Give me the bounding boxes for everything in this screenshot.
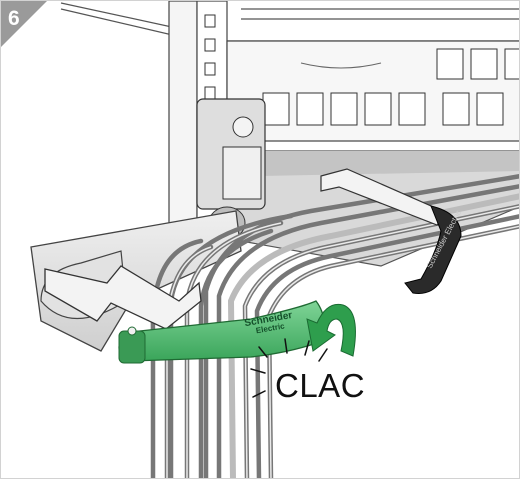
green-arrow-icon <box>306 303 356 357</box>
step-number: 6 <box>8 7 20 30</box>
clac-sound-label: CLAC <box>275 367 366 404</box>
cable-finger-bracket <box>44 168 448 330</box>
step-badge <box>1 1 47 47</box>
green-velcro-strap <box>118 300 325 364</box>
sound-burst-icon <box>250 338 328 398</box>
patch-panel <box>226 40 519 142</box>
